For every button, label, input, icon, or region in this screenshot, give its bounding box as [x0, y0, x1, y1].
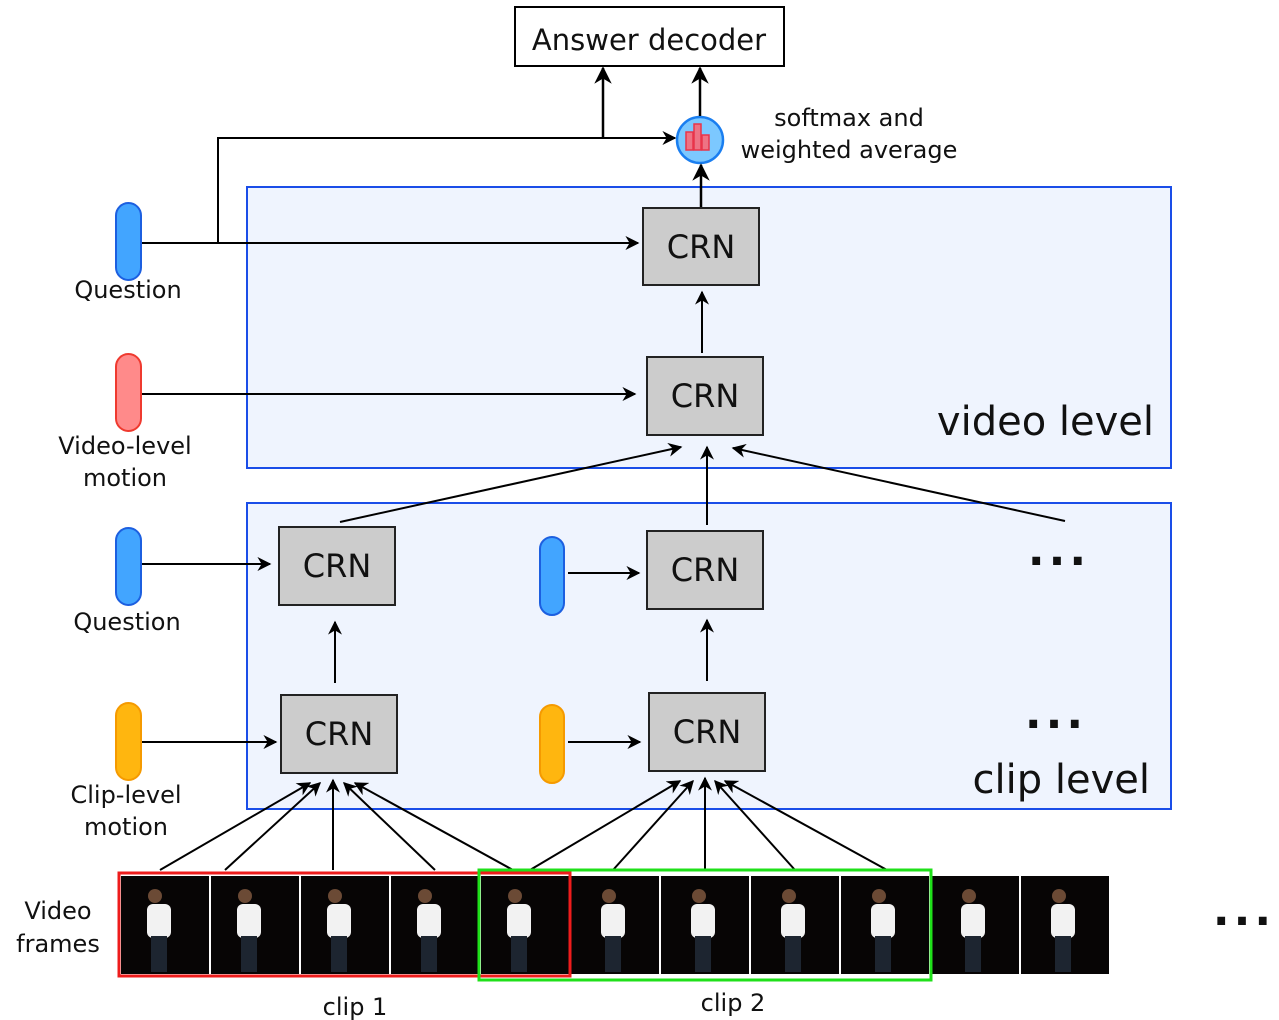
question-label-clip: Question	[73, 608, 180, 636]
arrow-clip1-to-video-crn	[339, 442, 683, 523]
video-frame	[1021, 876, 1109, 974]
video-frame	[751, 876, 839, 974]
frame-arrows-clip2	[529, 776, 888, 871]
softmax-label-line1: softmax and	[774, 104, 924, 132]
arrow-clipn-to-video-crn	[731, 443, 1066, 522]
clip-motion-label-line2: motion	[84, 813, 168, 841]
crn-clip1-top: CRN	[278, 526, 396, 606]
video-frames-label-line1: Video	[24, 897, 91, 925]
video-frame	[571, 876, 659, 974]
question-capsule-top	[115, 202, 142, 281]
video-frame	[121, 876, 209, 974]
bar-chart-icon	[685, 123, 710, 151]
clip-motion-label-line1: Clip-level	[70, 781, 181, 809]
clip-level-title: clip level	[973, 757, 1150, 803]
crn-label: CRN	[303, 547, 372, 585]
video-frame	[661, 876, 749, 974]
crn-video-top: CRN	[642, 207, 760, 286]
ellipsis-frames: ...	[1213, 885, 1275, 936]
ellipsis-clip-bottom: ...	[1025, 688, 1087, 739]
answer-decoder-label: Answer decoder	[532, 23, 766, 57]
video-frames-label-line2: frames	[16, 930, 100, 958]
video-frame	[931, 876, 1019, 974]
crn-label: CRN	[305, 715, 374, 753]
frame-arrows-clip1	[159, 778, 514, 871]
video-motion-label-line1: Video-level	[58, 432, 191, 460]
crn-clip2-bottom: CRN	[648, 692, 766, 772]
crn-video-bottom: CRN	[646, 356, 764, 436]
question-capsule-clip	[115, 527, 142, 606]
video-frame	[391, 876, 479, 974]
clip2-boundary	[477, 868, 933, 982]
question-label-top: Question	[74, 276, 181, 304]
crn-label: CRN	[671, 377, 740, 415]
answer-decoder-box	[514, 6, 785, 67]
video-frame	[211, 876, 299, 974]
arrow-question-to-softmax	[217, 131, 677, 243]
crn-clip2-top: CRN	[646, 530, 764, 610]
video-frame	[841, 876, 929, 974]
softmax-label-line2: weighted average	[741, 136, 958, 164]
question-capsule-clip2	[539, 536, 565, 616]
video-motion-capsule	[115, 353, 142, 432]
clip-motion-capsule-clip2	[539, 704, 565, 784]
clip1-label: clip 1	[323, 993, 388, 1020]
crn-clip1-bottom: CRN	[280, 694, 398, 774]
crn-label: CRN	[671, 551, 740, 589]
clip2-label: clip 2	[701, 989, 766, 1017]
video-motion-label-line2: motion	[83, 464, 167, 492]
clip-motion-capsule	[115, 702, 142, 781]
video-frame	[481, 876, 569, 974]
ellipsis-clip-top: ...	[1028, 525, 1090, 576]
video-frames-strip	[121, 876, 1109, 974]
video-level-title: video level	[937, 399, 1154, 445]
softmax-node	[675, 115, 725, 165]
clip1-boundary	[117, 871, 572, 978]
video-frame	[301, 876, 389, 974]
crn-label: CRN	[673, 713, 742, 751]
crn-label: CRN	[667, 228, 736, 266]
